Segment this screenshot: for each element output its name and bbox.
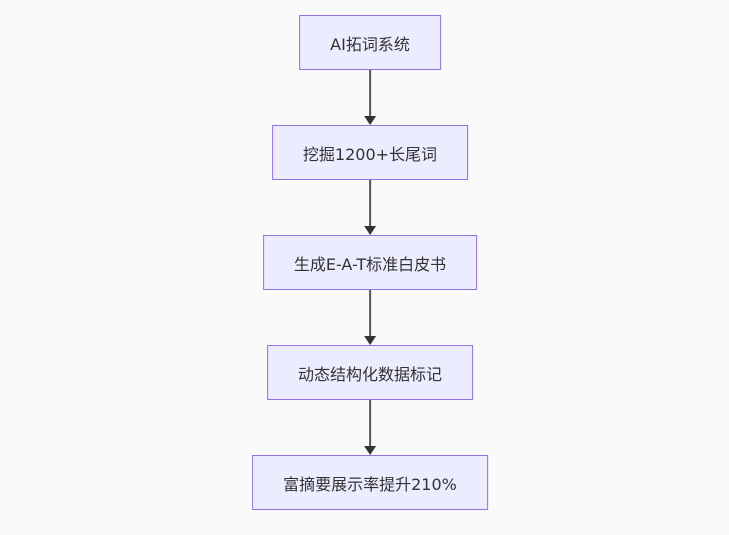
arrow-line: [369, 180, 371, 226]
flow-node-rich-snippet-uplift: 富摘要展示率提升210%: [252, 455, 488, 510]
arrowhead-down-icon: [364, 226, 376, 235]
flow-node-ai-word-expansion: AI拓词系统: [299, 15, 441, 70]
node-label: 挖掘1200+长尾词: [302, 144, 438, 164]
node-label: 富摘要展示率提升210%: [283, 474, 457, 494]
node-label: 动态结构化数据标记: [297, 364, 442, 384]
arrowhead-down-icon: [364, 336, 376, 345]
arrow-line: [369, 400, 371, 446]
flow-node-longtail-mining: 挖掘1200+长尾词: [271, 125, 469, 180]
arrow-line: [369, 290, 371, 336]
flow-arrow-1: [363, 70, 377, 125]
flow-node-structured-data-markup: 动态结构化数据标记: [266, 345, 473, 400]
flow-arrow-4: [363, 400, 377, 455]
flow-arrow-2: [363, 180, 377, 235]
node-label: AI拓词系统: [330, 34, 410, 54]
flowchart-column: AI拓词系统 挖掘1200+长尾词 生成E-A-T标准白皮书 动态结构化数据标记: [252, 15, 488, 510]
arrow-line: [369, 70, 371, 116]
arrowhead-down-icon: [364, 116, 376, 125]
flow-node-eat-whitepaper: 生成E-A-T标准白皮书: [262, 235, 478, 290]
flow-arrow-3: [363, 290, 377, 345]
arrowhead-down-icon: [364, 446, 376, 455]
node-label: 生成E-A-T标准白皮书: [293, 254, 447, 274]
